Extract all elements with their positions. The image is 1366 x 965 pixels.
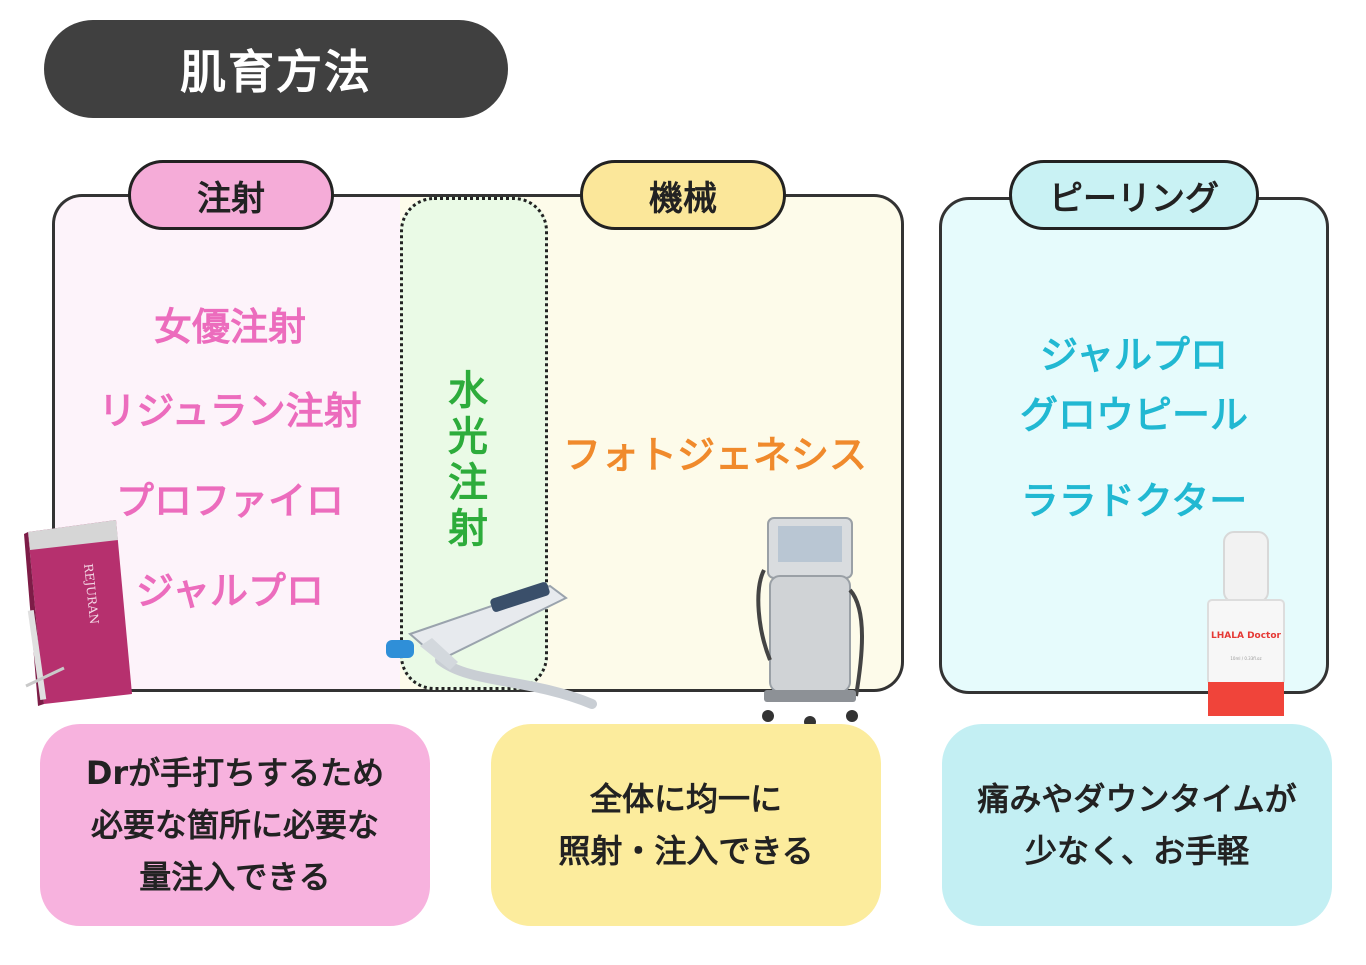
injection-item: プロファイロ	[115, 479, 344, 523]
injection-item: リジュラン注射	[98, 389, 362, 433]
peeling-item: グロウピール	[1019, 393, 1248, 437]
overlap-char: 光	[448, 414, 488, 460]
rejuran-box-illustration: REJURAN	[24, 520, 132, 706]
peeling-item: ララドクター	[1020, 479, 1248, 523]
description-line: 量注入できる	[139, 858, 331, 896]
peeling-description: 痛みやダウンタイムが 少なく、お手軽	[942, 724, 1332, 926]
overlap-char: 注	[448, 460, 488, 506]
peeling-tag: ピーリング	[1009, 160, 1259, 230]
peeling-item: ジャルプロ	[1039, 333, 1229, 377]
injection-description: Drが手打ちするため 必要な箇所に必要な 量注入できる	[40, 724, 430, 926]
lhala-product-label: LHALA Doctor	[1211, 631, 1282, 641]
description-line: 全体に均一に	[589, 780, 782, 818]
lhala-product-sub: 10ml / 0.33fl.oz	[1230, 656, 1261, 661]
machine-tag: 機械	[580, 160, 786, 230]
description-line: 痛みやダウンタイムが	[977, 780, 1297, 818]
injector-gun-illustration	[386, 582, 597, 709]
machine-item: フォトジェネシス	[562, 433, 867, 477]
lhala-bottle-illustration: LHALA Doctor 10ml / 0.33fl.oz	[1207, 531, 1285, 716]
description-line: 必要な箇所に必要な	[90, 806, 379, 844]
overlap-label: 水 光 注 射	[440, 368, 496, 552]
injection-item: 女優注射	[153, 305, 306, 349]
rejuran-product-label: REJURAN	[81, 563, 101, 625]
machine-device-illustration	[756, 517, 864, 728]
page-title: 肌育方法	[44, 20, 508, 118]
machine-description: 全体に均一に 照射・注入できる	[491, 724, 881, 926]
description-line: Drが手打ちするため	[85, 754, 385, 792]
overlap-char: 水	[448, 368, 488, 414]
description-line: 照射・注入できる	[558, 832, 814, 870]
injection-item: ジャルプロ	[135, 569, 325, 613]
injection-tag: 注射	[128, 160, 334, 230]
description-line: 少なく、お手軽	[1024, 832, 1249, 870]
overlap-char: 射	[448, 506, 488, 552]
